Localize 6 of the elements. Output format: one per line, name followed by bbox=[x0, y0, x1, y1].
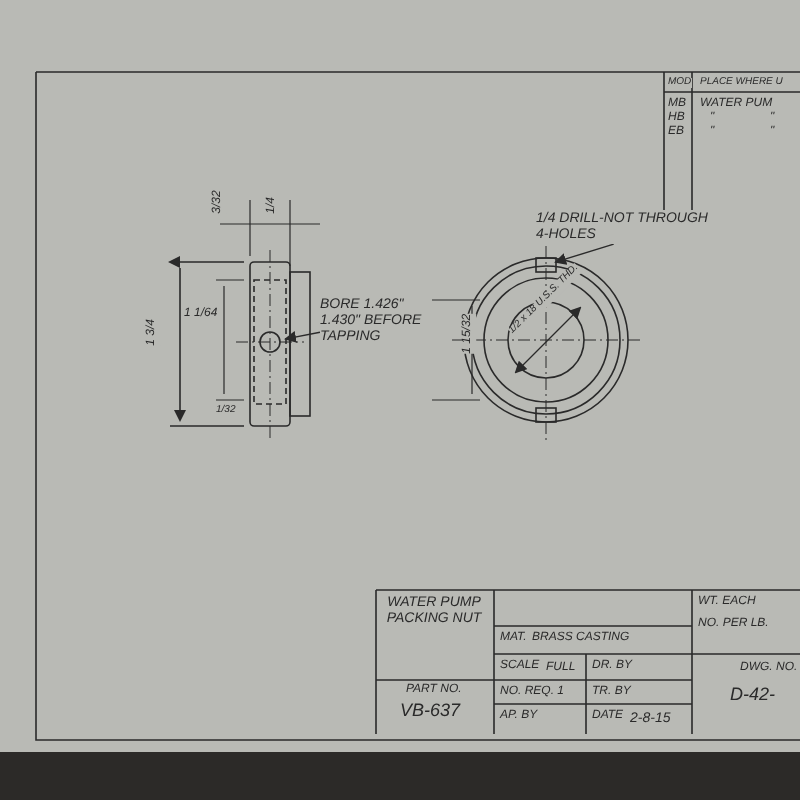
drill-hole bbox=[535, 257, 557, 273]
leader-line bbox=[554, 243, 615, 265]
bore-outline bbox=[253, 279, 287, 405]
table-text: D-42- bbox=[730, 684, 776, 705]
table-text: VB-637 bbox=[400, 700, 461, 721]
leader-line bbox=[284, 331, 321, 343]
